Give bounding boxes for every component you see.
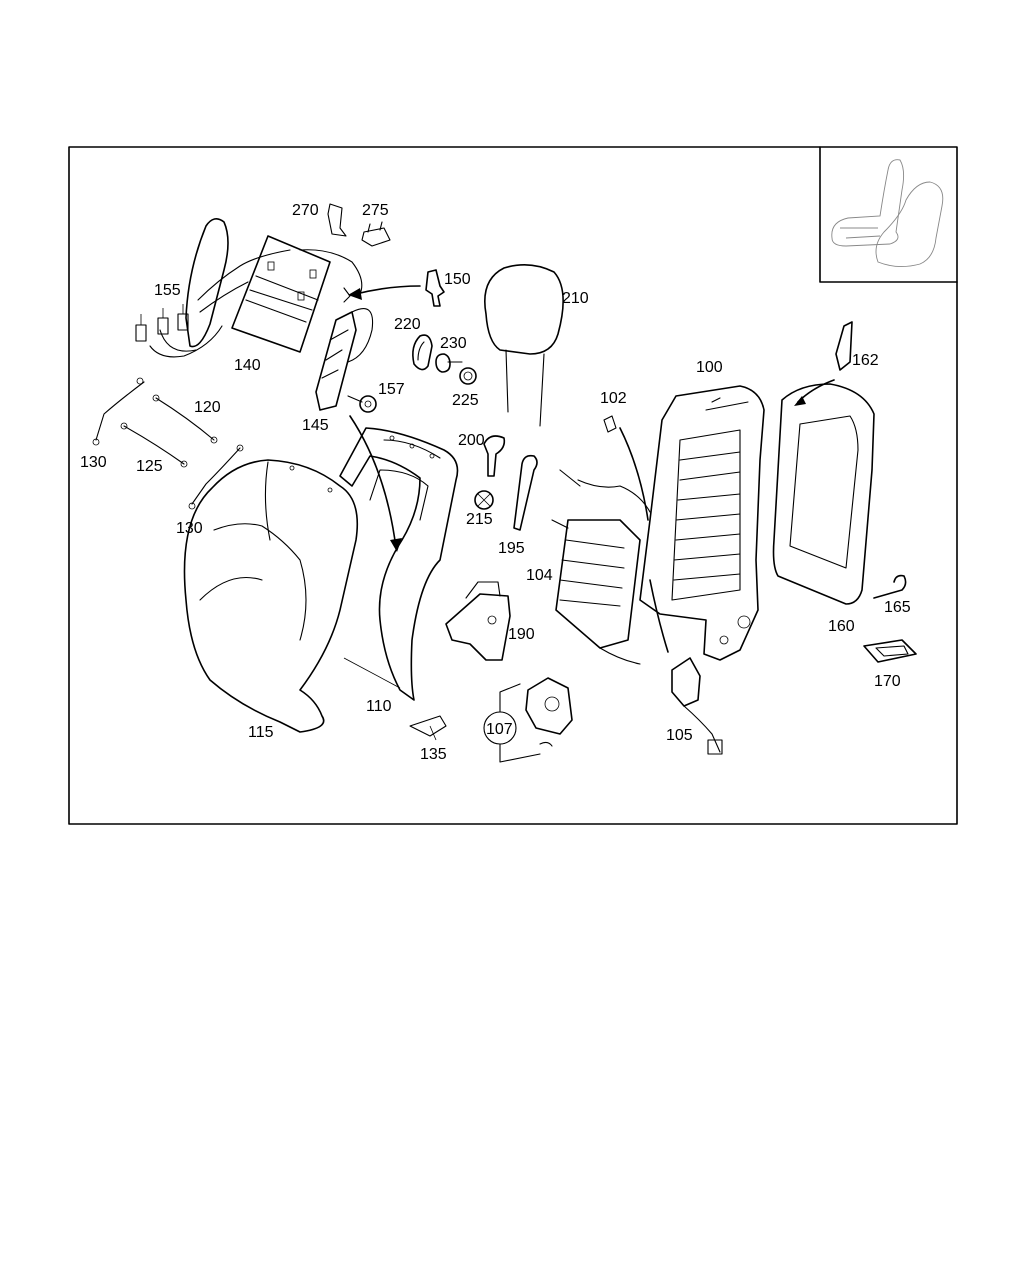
part-155-side-bolster	[135, 218, 291, 358]
part-100-backrest-frame	[639, 385, 765, 661]
part-145-lumbar-pump	[315, 308, 374, 411]
label-190: 190	[508, 626, 535, 643]
inset-seat-locator	[819, 146, 958, 283]
label-130-lower: 130	[176, 520, 203, 537]
label-210: 210	[562, 290, 589, 307]
label-155: 155	[154, 282, 181, 299]
label-220: 220	[394, 316, 421, 333]
part-220-cable-guide	[412, 334, 433, 371]
part-225-nut	[459, 367, 477, 385]
label-140: 140	[234, 357, 261, 374]
part-150-connector	[343, 269, 445, 307]
label-275: 275	[362, 202, 389, 219]
label-102: 102	[600, 390, 627, 407]
label-162: 162	[852, 352, 879, 369]
label-107: 107	[486, 721, 513, 738]
label-165: 165	[884, 599, 911, 616]
part-102-clip	[603, 415, 649, 521]
label-120: 120	[194, 399, 221, 416]
label-195: 195	[498, 540, 525, 557]
part-130-wire-upper	[92, 377, 145, 446]
label-125: 125	[136, 458, 163, 475]
part-162-trim	[835, 321, 853, 371]
label-160: 160	[828, 618, 855, 635]
part-140-lumbar-mat	[231, 235, 363, 353]
label-230: 230	[440, 335, 467, 352]
label-270: 270	[292, 202, 319, 219]
part-105-motor	[671, 657, 723, 755]
label-200: 200	[458, 432, 485, 449]
label-135: 135	[420, 746, 447, 763]
part-104-support-mat	[551, 469, 651, 665]
label-130-upper: 130	[80, 454, 107, 471]
part-160-rear-panel	[772, 379, 875, 605]
part-125-wire	[120, 422, 188, 468]
part-165-screw	[873, 574, 907, 599]
label-170: 170	[874, 673, 901, 690]
label-150: 150	[444, 271, 471, 288]
part-195-rod	[513, 454, 538, 531]
label-100: 100	[696, 359, 723, 376]
part-157-screw	[347, 395, 377, 413]
label-104: 104	[526, 567, 553, 584]
part-190-bracket	[445, 581, 511, 661]
label-145: 145	[302, 417, 329, 434]
part-135-clip	[409, 715, 447, 741]
part-170-grommet	[863, 639, 917, 663]
part-230-screw	[435, 353, 463, 373]
label-225: 225	[452, 392, 479, 409]
label-110: 110	[366, 698, 392, 715]
part-115-backrest-cover	[183, 459, 359, 733]
part-130-wire-lower	[188, 444, 244, 510]
part-107-recliner	[483, 677, 573, 763]
part-110-backrest-pad	[339, 427, 459, 701]
diagram-frame	[68, 146, 958, 825]
part-215-washer	[474, 490, 494, 510]
part-270-clip	[327, 203, 347, 237]
label-115: 115	[248, 724, 274, 741]
part-120-wire	[152, 394, 218, 444]
part-275-clip	[361, 221, 391, 247]
part-200-headrest-guide	[483, 435, 506, 477]
label-157: 157	[378, 381, 405, 398]
part-210-headrest	[484, 264, 564, 427]
label-215: 215	[466, 511, 493, 528]
label-105: 105	[666, 727, 693, 744]
